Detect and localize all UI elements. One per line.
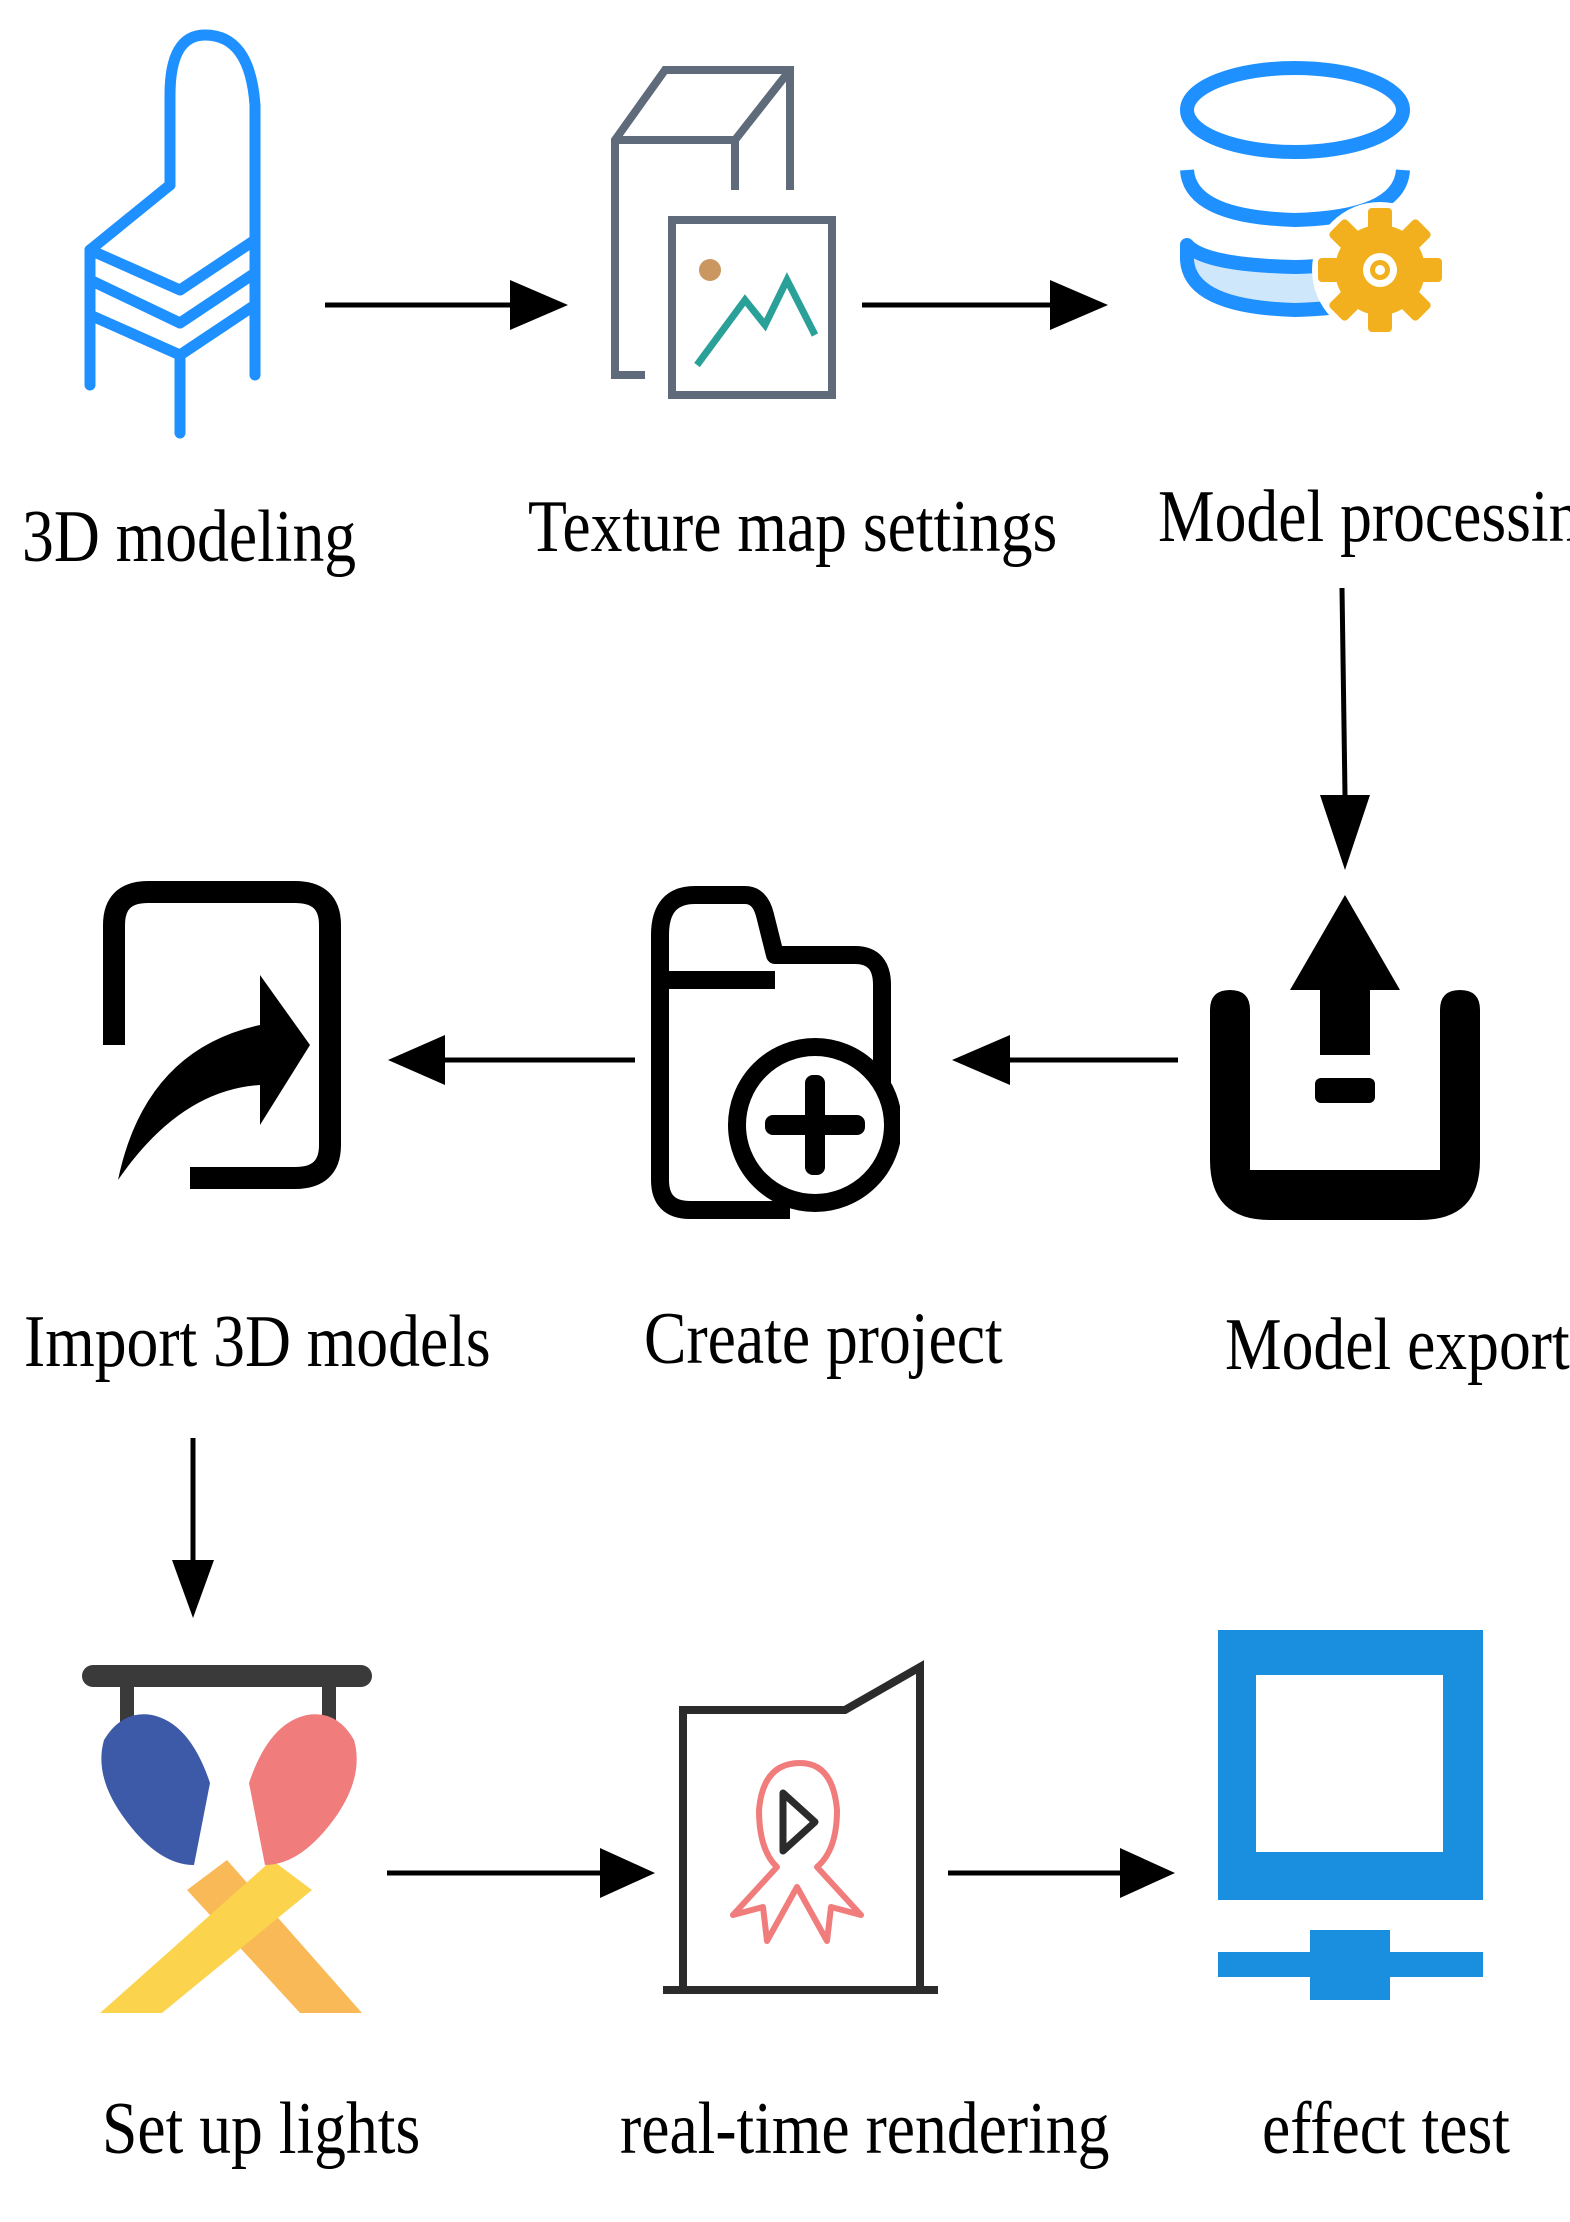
arrowhead	[600, 1848, 655, 1898]
arrowhead	[1050, 280, 1108, 330]
arrow-processing-to-export	[1339, 587, 1348, 796]
chair-icon	[84, 29, 261, 439]
video-award-icon	[663, 1660, 938, 1994]
label-set-up-lights: Set up lights	[102, 2088, 421, 2170]
arrowhead	[952, 1035, 1010, 1085]
label-3d-modeling: 3D modeling	[22, 496, 357, 578]
arrowhead	[388, 1035, 445, 1085]
label-import-3d-models: Import 3D models	[24, 1301, 491, 1383]
monitor-network-icon	[1218, 1630, 1483, 2000]
texture-image-icon	[611, 66, 836, 399]
arrowhead	[510, 280, 568, 330]
label-effect-test: effect test	[1262, 2088, 1510, 2170]
label-create-project: Create project	[644, 1298, 1003, 1380]
arrowhead	[1120, 1848, 1175, 1898]
label-model-processing: Model processing	[1158, 476, 1570, 558]
export-tray-icon	[1210, 895, 1480, 1220]
folder-add-icon	[651, 886, 900, 1219]
arrowhead	[1320, 795, 1370, 870]
label-model-export: Model export	[1225, 1304, 1570, 1386]
database-gear-icon	[1180, 61, 1448, 338]
stage-lights-icon	[82, 1665, 372, 2013]
arrowhead	[172, 1560, 214, 1618]
label-texture-map-settings: Texture map settings	[528, 486, 1058, 568]
import-share-icon	[103, 881, 341, 1189]
label-real-time-rendering: real-time rendering	[620, 2088, 1110, 2170]
